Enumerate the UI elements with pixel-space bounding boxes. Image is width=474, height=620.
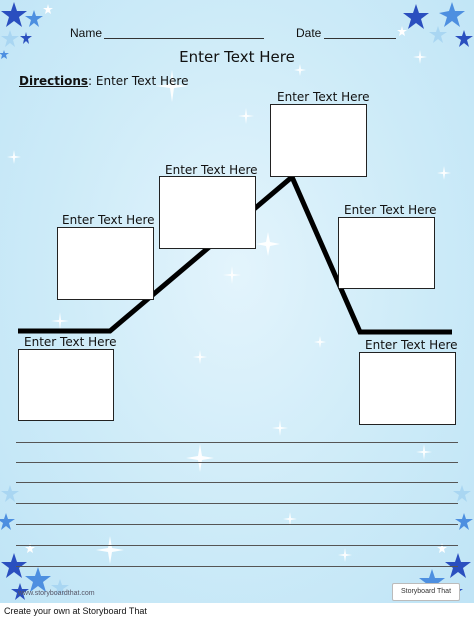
star-cluster-bottom-left [0, 485, 69, 600]
sparkle-icon [96, 536, 124, 564]
star-icon [51, 579, 69, 596]
name-line[interactable] [104, 38, 264, 39]
rising-action-label[interactable]: Enter Text Here [62, 213, 155, 227]
star-icon [0, 513, 15, 530]
star-icon [397, 26, 407, 36]
star-icon [439, 2, 465, 27]
sparkle-icon [223, 266, 241, 284]
star-icon [20, 32, 32, 44]
name-label: Name [70, 26, 103, 40]
sparkle-icon [416, 444, 432, 460]
sparkle-icon [283, 512, 297, 526]
conflict-label[interactable]: Enter Text Here [165, 163, 258, 177]
star-icon [25, 567, 51, 592]
sparkle-icon [338, 548, 352, 562]
star-icon [1, 485, 19, 502]
star-icon [445, 553, 471, 578]
climax-box[interactable] [270, 104, 367, 177]
star-icon [437, 543, 447, 553]
falling-action-box[interactable] [338, 217, 435, 289]
writing-line[interactable] [16, 462, 458, 463]
star-icon [1, 553, 27, 578]
resolution-label[interactable]: Enter Text Here [365, 338, 458, 352]
star-icon [43, 4, 53, 14]
page-title[interactable]: Enter Text Here [179, 48, 295, 66]
directions[interactable]: Directions: Enter Text Here [19, 74, 188, 88]
worksheet: Name Date Enter Text Here Directions: En… [0, 0, 474, 603]
star-cluster-top-right [397, 2, 473, 47]
directions-text: Enter Text Here [95, 74, 189, 88]
date-line[interactable] [324, 38, 396, 39]
star-icon [455, 30, 473, 47]
writing-line[interactable] [16, 482, 458, 483]
star-icon [1, 2, 27, 27]
writing-line[interactable] [16, 545, 458, 546]
sparkle-icon [193, 350, 207, 364]
date-label: Date [296, 26, 322, 40]
conflict-box[interactable] [159, 176, 256, 249]
star-icon [403, 4, 429, 29]
sparkle-icon [294, 64, 306, 76]
star-icon [25, 10, 43, 27]
sparkle-icon [156, 70, 188, 102]
star-icon [11, 583, 29, 600]
sparkle-icon [272, 420, 288, 436]
rising-action-box[interactable] [57, 227, 154, 300]
plot-line-diagram [18, 172, 452, 335]
star-icon [429, 26, 447, 43]
sparkle-icon [51, 312, 69, 330]
star-icon [0, 50, 9, 59]
exposition-box[interactable] [18, 349, 114, 421]
sparkle-icon [314, 336, 326, 348]
writing-line[interactable] [16, 524, 458, 525]
sparkle-icon [7, 150, 21, 164]
storyboard-logo: Storyboard That [392, 583, 460, 601]
climax-label[interactable]: Enter Text Here [277, 90, 370, 104]
sparkle-icon [437, 166, 451, 180]
footer-link[interactable]: Create your own at Storyboard That [4, 606, 147, 616]
star-icon [25, 543, 35, 553]
directions-label: Directions [19, 74, 89, 88]
falling-action-label[interactable]: Enter Text Here [344, 203, 437, 217]
writing-line[interactable] [16, 442, 458, 443]
star-cluster-top-left [0, 2, 53, 59]
writing-line[interactable] [16, 566, 458, 567]
sparkle-layer [0, 0, 474, 603]
star-icon [453, 485, 471, 502]
star-icon [455, 513, 473, 530]
star-icon [1, 30, 19, 47]
sparkle-icon [238, 108, 254, 124]
plot-line [18, 172, 452, 335]
directions-colon: : [88, 74, 96, 88]
sparkle-icon [186, 444, 214, 472]
sparkle-icon [413, 50, 427, 64]
resolution-box[interactable] [359, 352, 456, 425]
exposition-label[interactable]: Enter Text Here [24, 335, 117, 349]
watermark: www.storyboardthat.com [18, 590, 95, 597]
sparkle-icon [256, 232, 280, 256]
star-icon [419, 569, 445, 594]
writing-line[interactable] [16, 503, 458, 504]
